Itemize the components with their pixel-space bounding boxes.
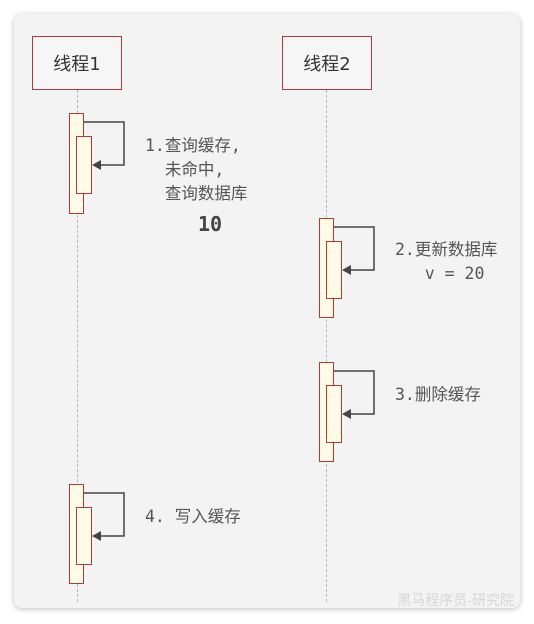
- arrowhead-4: [92, 531, 101, 541]
- arrowhead-1: [92, 160, 101, 170]
- thread1-header: 线程1: [32, 36, 122, 90]
- arrowhead-2: [342, 265, 351, 275]
- step1-line1: 1.查询缓存,: [145, 136, 241, 155]
- step1-line2: 未命中,: [145, 160, 225, 179]
- self-call-arrow-1: [84, 121, 125, 166]
- arrowhead-3: [342, 409, 351, 419]
- thread1-lifeline: [77, 90, 78, 602]
- watermark: 黑马程序员-研究院: [397, 593, 514, 609]
- step3-label: 3.删除缓存: [395, 385, 481, 404]
- self-call-arrow-3: [334, 370, 375, 415]
- step1-line3: 查询数据库: [145, 184, 248, 203]
- thread2-lifeline: [326, 90, 327, 602]
- thread1-activation-inner-4: [76, 507, 92, 565]
- step4-label: 4. 写入缓存: [145, 507, 241, 526]
- diagram-card: [14, 14, 520, 608]
- thread2-activation-inner-3: [326, 385, 342, 443]
- thread2-header: 线程2: [282, 36, 372, 90]
- self-call-arrow-2: [334, 226, 375, 271]
- thread2-activation-inner-2: [326, 241, 342, 299]
- self-call-arrow-4: [84, 492, 125, 537]
- step1-value: 10: [198, 212, 223, 236]
- step2-line1: 2.更新数据库: [395, 240, 498, 259]
- thread1-activation-inner-1: [76, 136, 92, 194]
- step2-line2: v = 20: [395, 264, 485, 283]
